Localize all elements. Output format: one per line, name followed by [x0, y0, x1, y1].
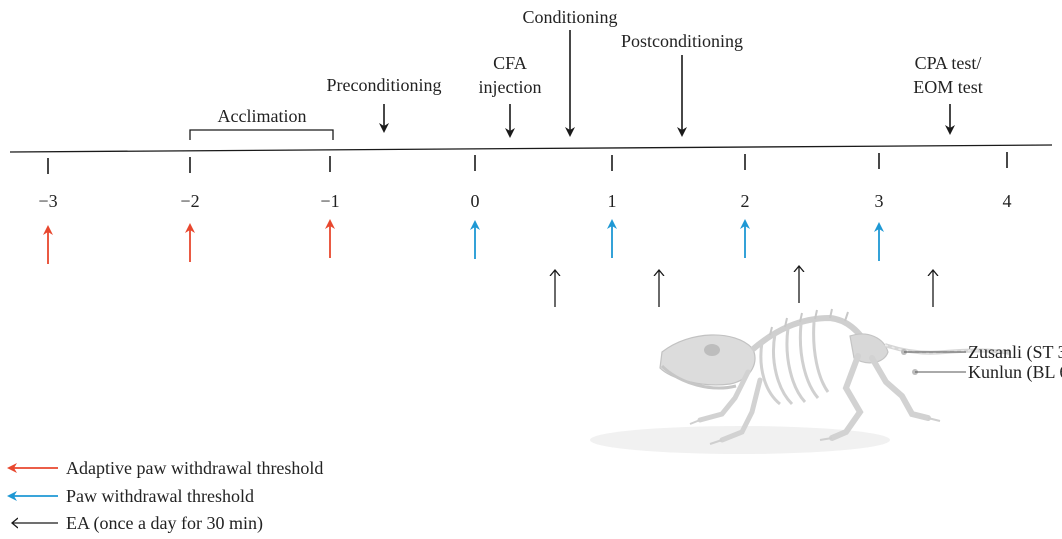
- cpa-label-line1: CPA test/: [915, 53, 982, 73]
- legend-adaptive-label: Adaptive paw withdrawal threshold: [66, 458, 323, 478]
- day-label: −3: [38, 191, 57, 211]
- postconditioning-label: Postconditioning: [621, 31, 743, 51]
- pwt-arrows: [475, 224, 879, 261]
- day-label: 3: [875, 191, 884, 211]
- day-label: −2: [180, 191, 199, 211]
- legend: Adaptive paw withdrawal threshold Paw wi…: [12, 458, 323, 534]
- cfa-label-line1: CFA: [493, 53, 527, 73]
- legend-item-adaptive: Adaptive paw withdrawal threshold: [12, 458, 323, 478]
- cpa-label-line2: EOM test: [913, 77, 983, 97]
- legend-item-pwt: Paw withdrawal threshold: [12, 486, 254, 506]
- day-ticks: [48, 152, 1007, 174]
- cfa-label-line2: injection: [479, 77, 542, 97]
- acclimation-label: Acclimation: [218, 106, 307, 126]
- adaptive-threshold-arrows: [48, 224, 330, 264]
- legend-pwt-label: Paw withdrawal threshold: [66, 486, 254, 506]
- day-labels: −3 −2 −1 0 1 2 3 4: [38, 191, 1011, 211]
- legend-ea-label: EA (once a day for 30 min): [66, 513, 263, 534]
- day-label: 4: [1003, 191, 1012, 211]
- legend-item-ea: EA (once a day for 30 min): [12, 513, 263, 534]
- rat-skeleton-illustration: [590, 309, 1010, 454]
- timeline-axis: [10, 145, 1052, 152]
- day-label: 2: [741, 191, 750, 211]
- zusanli-label: Zusanli (ST 36): [968, 342, 1062, 363]
- acclimation-bracket: [190, 130, 333, 140]
- conditioning-label: Conditioning: [522, 7, 617, 27]
- kunlun-label: Kunlun (BL 60): [968, 362, 1062, 383]
- day-label: −1: [320, 191, 339, 211]
- day-label: 0: [471, 191, 480, 211]
- preconditioning-label: Preconditioning: [327, 75, 442, 95]
- ea-arrows: [555, 266, 933, 307]
- day-label: 1: [608, 191, 617, 211]
